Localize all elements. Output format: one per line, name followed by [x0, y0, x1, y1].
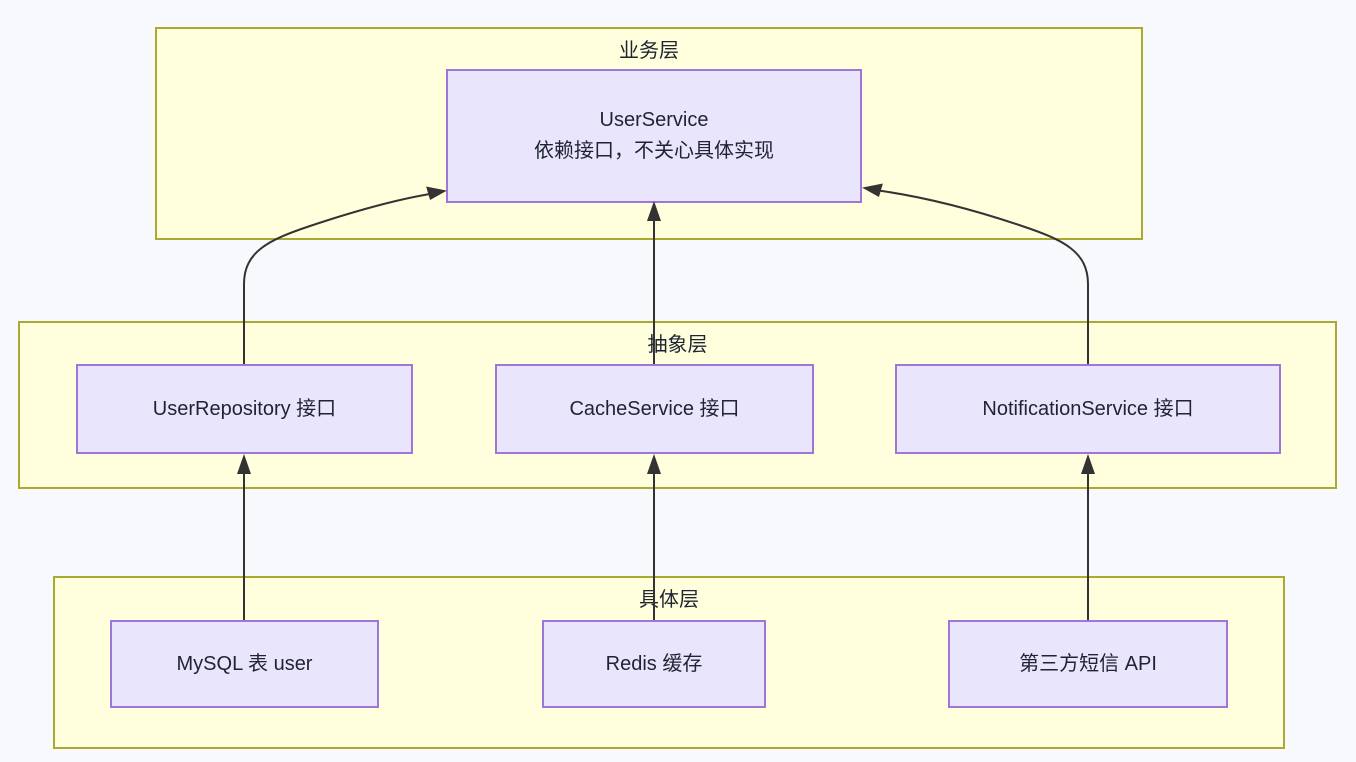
node-user-repository[interactable]: UserRepository 接口 — [76, 364, 413, 454]
node-user-service-line1: UserService — [599, 109, 709, 131]
layer-concrete-title: 具体层 — [639, 589, 699, 611]
node-mysql-table-label: MySQL 表 user — [176, 652, 313, 675]
node-cache-service[interactable]: CacheService 接口 — [495, 364, 814, 454]
node-redis-cache[interactable]: Redis 缓存 — [542, 620, 766, 708]
node-user-repository-label: UserRepository 接口 — [152, 397, 337, 420]
node-user-service-line2: 依赖接口，不关心具体实现 — [534, 140, 774, 162]
node-sms-api-label: 第三方短信 API — [1019, 652, 1157, 675]
layer-abstraction-title: 抽象层 — [647, 334, 708, 356]
node-notification-service-label: NotificationService 接口 — [982, 397, 1194, 420]
node-redis-cache-label: Redis 缓存 — [605, 652, 703, 675]
node-user-service[interactable]: UserService 依赖接口，不关心具体实现 — [446, 69, 862, 203]
node-notification-service[interactable]: NotificationService 接口 — [895, 364, 1281, 454]
layer-business-title: 业务层 — [619, 40, 679, 62]
node-cache-service-label: CacheService 接口 — [569, 397, 740, 420]
node-sms-api[interactable]: 第三方短信 API — [948, 620, 1228, 708]
node-mysql-table[interactable]: MySQL 表 user — [110, 620, 379, 708]
